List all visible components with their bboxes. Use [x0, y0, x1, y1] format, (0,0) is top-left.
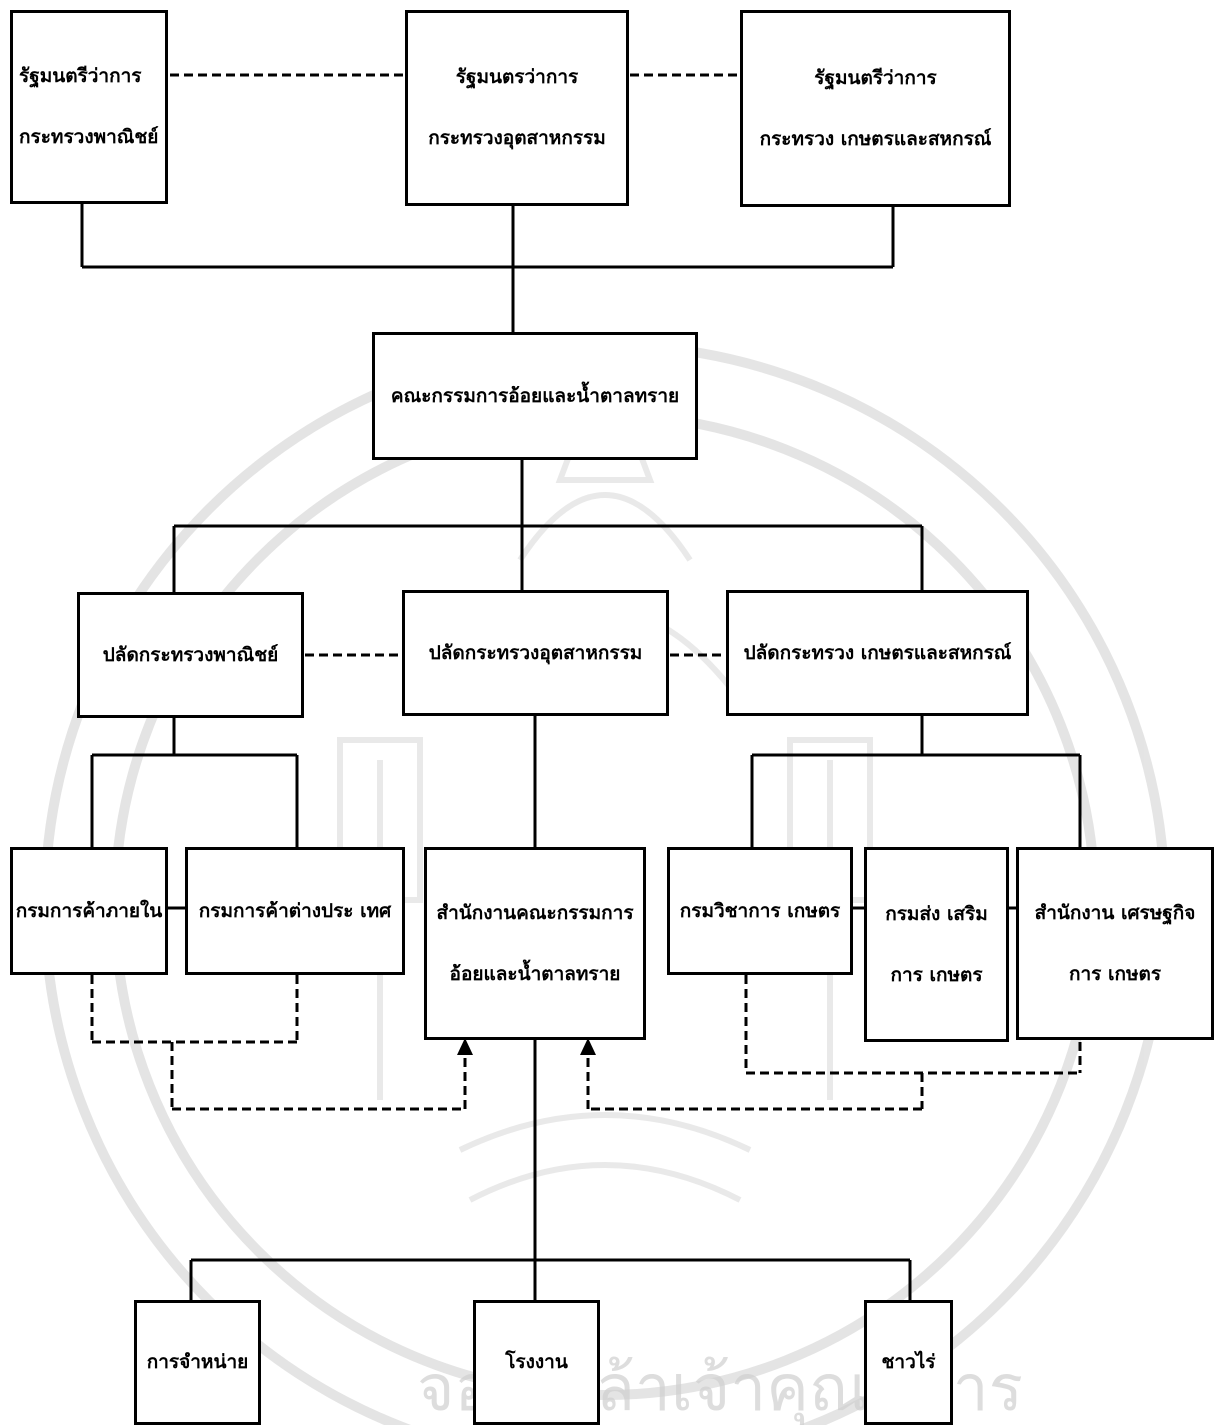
minister-commerce-line2: กระทรวงพาณิชย์: [19, 126, 159, 148]
dept-internal-trade-box: กรมการค้าภายใน: [10, 847, 168, 975]
perm-sec-agriculture-box: ปลัดกระทรวง เกษตรและสหกรณ์: [726, 590, 1029, 716]
factory-label: โรงงาน: [505, 1351, 568, 1374]
minister-industry-line1: รัฐมนตรว่าการ: [455, 66, 579, 89]
minister-industry-box: รัฐมนตรว่าการ กระทรวงอุตสาหกรรม: [405, 10, 629, 206]
dept-agri-extension-line2: การ เกษตร: [890, 963, 983, 986]
perm-sec-industry-box: ปลัดกระทรวงอุตสาหกรรม: [402, 590, 669, 716]
minister-commerce-box: รัฐมนตรีว่าการ กระทรวงพาณิชย์: [10, 10, 168, 204]
dept-agri-economics-line1: สำนักงาน เศรษฐกิจ: [1034, 901, 1196, 924]
farmers-label: ชาวไร่: [881, 1351, 936, 1374]
arrow-head-left: [457, 1038, 473, 1055]
dept-agri-extension-box: กรมส่ง เสริม การ เกษตร: [864, 847, 1009, 1042]
dept-agri-economics-line2: การ เกษตร: [1068, 962, 1162, 985]
minister-agriculture-line1: รัฐมนตรีว่าการ: [814, 66, 937, 89]
perm-sec-commerce-label: ปลัดกระทรวงพาณิชย์: [102, 643, 279, 666]
perm-sec-commerce-box: ปลัดกระทรวงพาณิชย์: [77, 592, 304, 718]
dept-internal-trade-label: กรมการค้าภายใน: [15, 899, 163, 922]
minister-industry-line2: กระทรวงอุตสาหกรรม: [428, 127, 606, 149]
minister-agriculture-box: รัฐมนตรีว่าการ กระทรวง เกษตรและสหกรณ์: [740, 10, 1011, 207]
distribution-label: การจำหน่าย: [146, 1351, 249, 1374]
factory-box: โรงงาน: [473, 1300, 600, 1425]
dept-agri-economics-box: สำนักงาน เศรษฐกิจ การ เกษตร: [1016, 847, 1214, 1040]
dept-agri-extension-line1: กรมส่ง เสริม: [885, 902, 988, 925]
arrow-head-right: [580, 1038, 596, 1055]
ocsb-line2: อ้อยและน้ำตาลทราย: [449, 962, 621, 985]
perm-sec-agriculture-label: ปลัดกระทรวง เกษตรและสหกรณ์: [743, 641, 1012, 664]
distribution-box: การจำหน่าย: [134, 1300, 261, 1425]
perm-sec-industry-label: ปลัดกระทรวงอุตสาหกรรม: [428, 641, 643, 664]
farmers-box: ชาวไร่: [864, 1300, 953, 1425]
sugar-board-label: คณะกรรมการอ้อยและน้ำตาลทราย: [390, 384, 680, 407]
dept-foreign-trade-box: กรมการค้าต่างประ เทศ: [185, 847, 405, 975]
ocsb-line1: สำนักงานคณะกรรมการ: [436, 901, 634, 924]
minister-agriculture-line2: กระทรวง เกษตรและสหกรณ์: [759, 127, 992, 150]
ocsb-box: สำนักงานคณะกรรมการ อ้อยและน้ำตาลทราย: [424, 847, 646, 1040]
dept-agri-academic-box: กรมวิชาการ เกษตร: [667, 847, 853, 975]
sugar-board-box: คณะกรรมการอ้อยและน้ำตาลทราย: [372, 332, 698, 460]
dept-foreign-trade-label: กรมการค้าต่างประ เทศ: [198, 899, 392, 922]
minister-commerce-line1: รัฐมนตรีว่าการ: [19, 65, 142, 88]
dept-agri-academic-label: กรมวิชาการ เกษตร: [679, 899, 841, 922]
